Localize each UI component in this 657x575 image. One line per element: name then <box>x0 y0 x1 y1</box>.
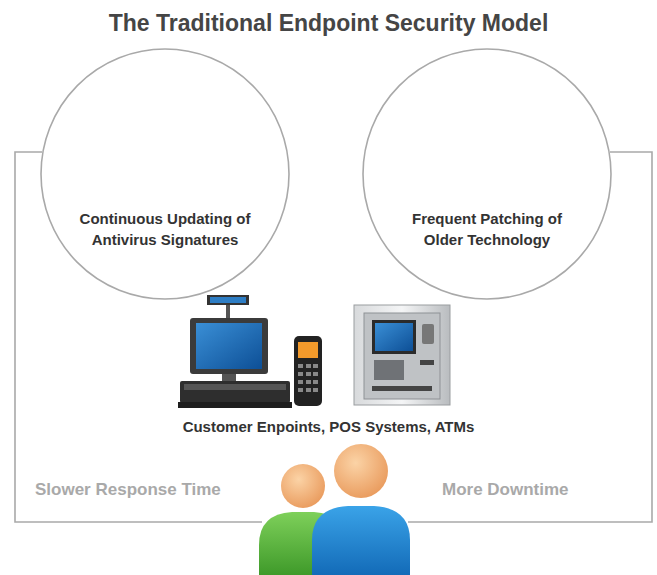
node-text: Frequent Patching of Older Technology <box>393 208 581 250</box>
icon-part <box>298 388 303 392</box>
icon-part <box>313 380 318 384</box>
icon-part <box>372 320 416 354</box>
icon-part <box>354 305 450 405</box>
icon-part <box>178 402 292 408</box>
node-text: Continuous Updating of Antivirus Signatu… <box>59 208 271 250</box>
icon-part <box>210 297 246 303</box>
icon-part <box>226 305 230 319</box>
icon-part <box>372 386 432 391</box>
effect-label: More Downtime <box>442 480 569 500</box>
diagram-title: The Traditional Endpoint Security Model <box>0 10 657 37</box>
circle-outline <box>362 48 612 300</box>
circle-outline <box>40 48 290 300</box>
device-caption: Customer Enpoints, POS Systems, ATMs <box>0 418 657 435</box>
icon-part <box>281 464 325 508</box>
circle-node: Frequent Patching of Older Technology <box>362 48 612 300</box>
card-reader-icon <box>294 336 322 406</box>
circle-node: Continuous Updating of Antivirus Signatu… <box>40 48 290 300</box>
icon-part <box>207 295 249 305</box>
icon-part <box>196 323 262 369</box>
icon-part <box>180 381 290 403</box>
icon-part <box>184 384 286 390</box>
icon-part <box>222 374 236 382</box>
icon-part <box>313 388 318 392</box>
icon-part <box>298 380 303 384</box>
icon-part <box>306 372 311 376</box>
icon-part <box>422 324 434 344</box>
icon-part <box>420 360 434 365</box>
icon-part <box>298 372 303 376</box>
icon-part <box>306 380 311 384</box>
circle-shape <box>41 49 289 299</box>
icon-part <box>298 364 318 392</box>
effect-label: Slower Response Time <box>35 480 221 500</box>
icon-part <box>313 372 318 376</box>
icon-part <box>313 364 318 368</box>
pos-terminal-icon <box>178 295 292 408</box>
icon-part <box>374 360 404 380</box>
icon-part <box>294 336 322 406</box>
atm-icon <box>354 305 450 405</box>
icon-part <box>298 364 303 368</box>
people-icon <box>259 444 410 575</box>
circle-shape <box>363 49 611 299</box>
icon-part <box>375 323 413 351</box>
icon-part <box>306 364 311 368</box>
icon-part <box>364 313 440 399</box>
icon-part <box>298 342 318 358</box>
icon-part <box>306 388 311 392</box>
icon-part <box>190 318 268 374</box>
icon-part <box>312 506 410 575</box>
icon-part <box>259 512 346 575</box>
icon-part <box>334 444 388 498</box>
